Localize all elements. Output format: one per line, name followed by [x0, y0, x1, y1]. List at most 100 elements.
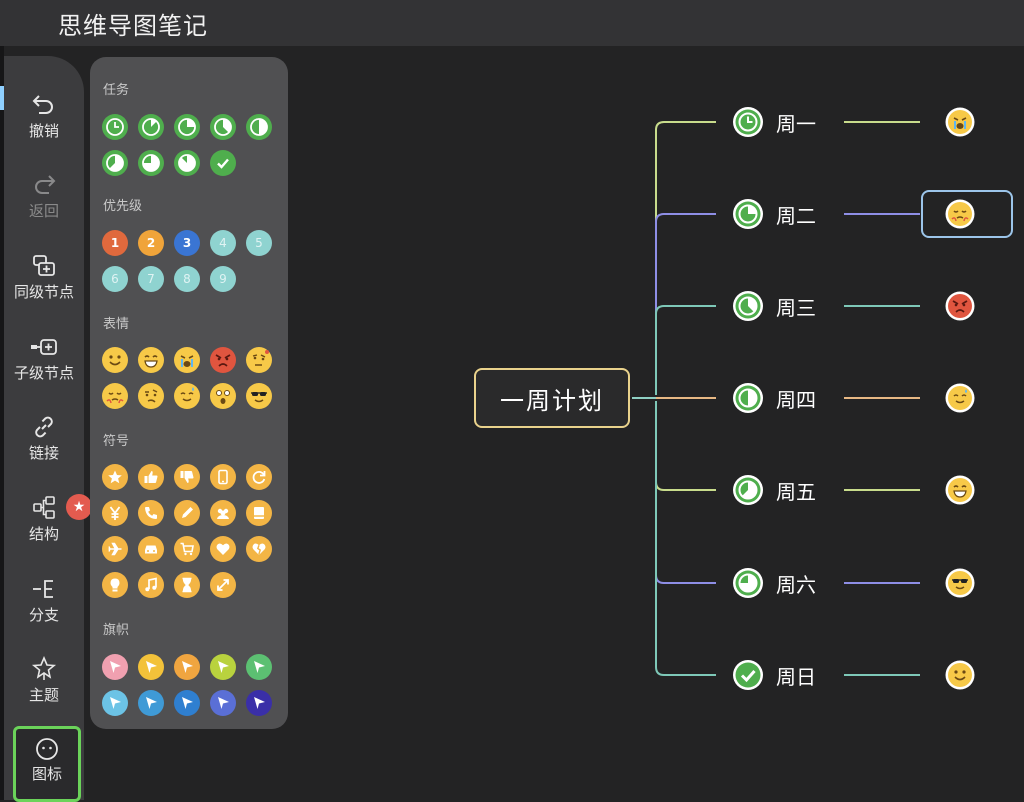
priority-8-icon[interactable]: 8: [174, 266, 200, 292]
root-node-label: 一周计划: [500, 386, 604, 415]
relieved-emoji-icon[interactable]: [945, 383, 975, 413]
smile-emoji-icon[interactable]: [945, 660, 975, 690]
expand-icon[interactable]: [210, 572, 236, 598]
star-icon[interactable]: [102, 464, 128, 490]
task-87-icon[interactable]: [174, 150, 200, 176]
branch-node-friday[interactable]: 周五: [732, 472, 816, 508]
left-edge-marker: [0, 86, 4, 110]
phone-icon[interactable]: [210, 464, 236, 490]
branch-node-wednesday[interactable]: 周三: [732, 288, 816, 324]
airplane-icon[interactable]: [102, 536, 128, 562]
link-button[interactable]: 链接: [4, 408, 84, 480]
priority-2-icon[interactable]: 2: [138, 230, 164, 256]
heart-icon[interactable]: [210, 536, 236, 562]
add-sibling-node-button[interactable]: 同级节点: [4, 247, 84, 319]
touched-emoji-icon[interactable]: [102, 383, 128, 409]
music-icon[interactable]: [138, 572, 164, 598]
book-icon[interactable]: [246, 500, 272, 526]
priority-5-icon[interactable]: 5: [246, 230, 272, 256]
thinking-emoji-icon[interactable]: [246, 347, 272, 373]
group-icon[interactable]: [210, 500, 236, 526]
task-0-icon[interactable]: [102, 114, 128, 140]
theme-button[interactable]: 主题: [4, 650, 84, 722]
skeptical-emoji-icon[interactable]: [138, 383, 164, 409]
grin-emoji-icon[interactable]: [138, 347, 164, 373]
flag-section-title: 旗帜: [103, 623, 130, 638]
task-0-icon: [733, 107, 763, 137]
priority-1-icon[interactable]: 1: [102, 230, 128, 256]
phone-call-icon[interactable]: [138, 500, 164, 526]
link-icon: [35, 416, 53, 438]
car-icon[interactable]: [138, 536, 164, 562]
cool-emoji-icon[interactable]: [246, 383, 272, 409]
refresh-icon[interactable]: [246, 464, 272, 490]
pencil-icon[interactable]: [174, 500, 200, 526]
task-done-icon[interactable]: [210, 150, 236, 176]
emotion-section-title: 表情: [103, 317, 130, 332]
left-toolbar: 撤销 返回 同级节点 子级节点 链接 结构 分支 主题 图标: [4, 56, 84, 802]
task-25-icon[interactable]: [174, 114, 200, 140]
branch-label: 周二: [776, 203, 816, 228]
blue-flag-icon[interactable]: [138, 690, 164, 716]
shocked-emoji-icon[interactable]: [210, 383, 236, 409]
icons-button[interactable]: 图标: [13, 726, 81, 802]
thumbs-up-icon[interactable]: [138, 464, 164, 490]
app-title: 思维导图笔记: [58, 12, 208, 40]
light-blue-flag-icon[interactable]: [102, 690, 128, 716]
indigo-flag-icon[interactable]: [210, 690, 236, 716]
lime-flag-icon[interactable]: [210, 654, 236, 680]
purple-flag-icon[interactable]: [246, 690, 272, 716]
task-50-icon[interactable]: [246, 114, 272, 140]
priority-9-icon[interactable]: 9: [210, 266, 236, 292]
title-bar: 思维导图笔记: [0, 0, 1024, 46]
branch-node-sunday[interactable]: 周日: [732, 657, 816, 693]
task-62-icon[interactable]: [102, 150, 128, 176]
yellow-flag-icon[interactable]: [138, 654, 164, 680]
redo-button[interactable]: 返回: [4, 166, 84, 238]
priority-6-icon[interactable]: 6: [102, 266, 128, 292]
crying-emoji-icon[interactable]: [945, 107, 975, 137]
branch-node-monday[interactable]: 周一: [732, 104, 816, 140]
branch-button[interactable]: 分支: [4, 570, 84, 642]
crying-emoji-icon[interactable]: [174, 347, 200, 373]
hourglass-icon[interactable]: [174, 572, 200, 598]
lightbulb-icon[interactable]: [102, 572, 128, 598]
undo-button[interactable]: 撤销: [4, 86, 84, 158]
cart-icon[interactable]: [174, 536, 200, 562]
orange-flag-icon[interactable]: [174, 654, 200, 680]
branch-label: 周三: [776, 295, 816, 320]
branch-node-thursday[interactable]: 周四: [732, 380, 816, 416]
touched-emoji-icon[interactable]: [945, 199, 975, 229]
grin-emoji-icon[interactable]: [945, 475, 975, 505]
branch-label: 周日: [776, 664, 816, 689]
root-node[interactable]: 一周计划: [474, 368, 630, 428]
task-25-icon: [733, 199, 763, 229]
task-section-title: 任务: [103, 83, 130, 98]
priority-4-icon[interactable]: 4: [210, 230, 236, 256]
green-flag-icon[interactable]: [246, 654, 272, 680]
thumbs-down-icon[interactable]: [174, 464, 200, 490]
add-child-node-button[interactable]: 子级节点: [4, 328, 84, 400]
angry-emoji-icon[interactable]: [945, 291, 975, 321]
priority-3-icon[interactable]: 3: [174, 230, 200, 256]
pink-flag-icon[interactable]: [102, 654, 128, 680]
smile-emoji-icon[interactable]: [102, 347, 128, 373]
yuan-icon[interactable]: [102, 500, 128, 526]
cool-emoji-icon[interactable]: [945, 568, 975, 598]
task-12-icon[interactable]: [138, 114, 164, 140]
task-37-icon: [733, 291, 763, 321]
task-75-icon[interactable]: [138, 150, 164, 176]
broken-heart-icon[interactable]: [246, 536, 272, 562]
theme-label: 主题: [28, 686, 59, 704]
task-37-icon[interactable]: [210, 114, 236, 140]
dark-blue-flag-icon[interactable]: [174, 690, 200, 716]
priority-7-icon[interactable]: 7: [138, 266, 164, 292]
face-icon: [36, 738, 58, 760]
angry-emoji-icon[interactable]: [210, 347, 236, 373]
branch-node-saturday[interactable]: 周六: [732, 565, 816, 601]
branch-icon: [33, 580, 53, 598]
branch-node-tuesday[interactable]: 周二: [732, 196, 816, 232]
relieved-emoji-icon[interactable]: [174, 383, 200, 409]
structure-button[interactable]: 结构: [4, 489, 84, 561]
task-50-icon: [733, 383, 763, 413]
